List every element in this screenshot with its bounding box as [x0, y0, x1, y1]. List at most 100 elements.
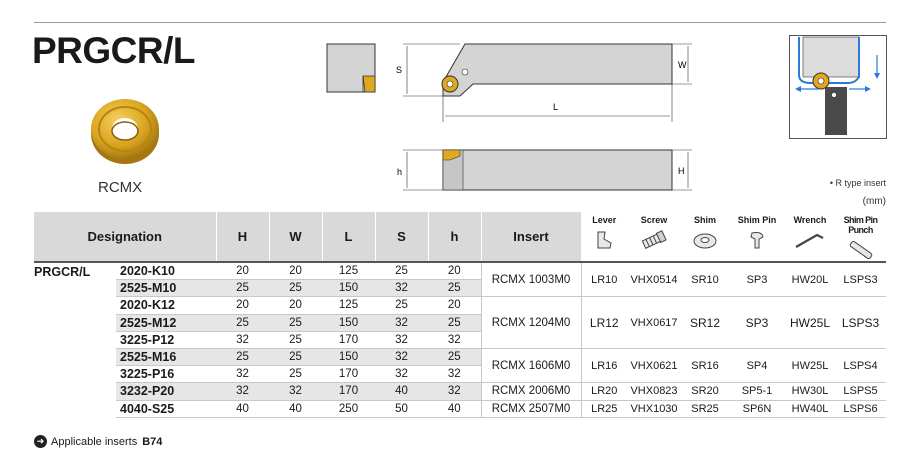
- insert-cell: RCMX 1003M0: [480, 261, 582, 297]
- shim-pin-cell: SP6N: [729, 399, 785, 418]
- designation-cell: 3232-P20: [116, 382, 216, 400]
- cell-W: 40: [269, 399, 322, 418]
- cell-S: 32: [375, 347, 428, 366]
- screw-icon: [641, 230, 667, 249]
- insert-name: RCMX: [98, 179, 143, 196]
- footer-text: Applicable inserts: [51, 435, 138, 448]
- designation-cell: 2525-M16: [116, 347, 216, 366]
- shim-cell: SR10: [681, 261, 729, 297]
- table-header-row: Designation H W L S h Insert Lever Screw…: [34, 212, 886, 262]
- header-shim: Shim: [681, 212, 729, 262]
- shim-cell: SR16: [681, 347, 729, 383]
- designation-cell: 3225-P12: [116, 330, 216, 349]
- header-shim-pin-label: Shim Pin: [737, 215, 777, 225]
- lever-cell: LR10: [581, 261, 627, 297]
- wrench-cell: HW25L: [785, 296, 835, 349]
- r-type-note: • R type insert: [829, 178, 886, 188]
- header-shim-pin: Shim Pin: [729, 212, 785, 262]
- shim-pin-punch-icon: [849, 240, 872, 260]
- cell-L: 170: [322, 382, 375, 400]
- lever-cell: LR12: [581, 296, 627, 349]
- arrow-right-circle-icon: ➜: [34, 435, 47, 448]
- screw-cell: VHX0823: [627, 382, 681, 400]
- designation-cell: 3225-P16: [116, 365, 216, 383]
- shim-cell: SR20: [681, 382, 729, 400]
- cell-S: 32: [375, 313, 428, 332]
- screw-cell: VHX0514: [627, 261, 681, 297]
- cell-L: 170: [322, 330, 375, 349]
- cell-H: 25: [216, 279, 269, 297]
- cell-h: 25: [428, 347, 481, 366]
- header-lever: Lever: [581, 212, 627, 262]
- cell-L: 150: [322, 347, 375, 366]
- punch-cell: LSPS4: [835, 347, 886, 383]
- punch-cell: LSPS6: [835, 399, 886, 418]
- cell-H: 40: [216, 399, 269, 418]
- cell-H: 32: [216, 365, 269, 383]
- cell-W: 25: [269, 365, 322, 383]
- table-row: 4040-S25 40 40 250 50 40 RCMX 2507M0 LR2…: [34, 399, 886, 418]
- header-lever-label: Lever: [592, 215, 617, 225]
- header-shim-pin-punch-label: Shim Pin Punch: [843, 215, 878, 235]
- wrench-cell: HW25L: [785, 347, 835, 383]
- shim-pin-cell: SP5-1: [729, 382, 785, 400]
- screw-cell: VHX0621: [627, 347, 681, 383]
- page-title: PRGCR/L: [32, 30, 196, 71]
- insert-photo-icon: [88, 94, 162, 173]
- cell-h: 32: [428, 330, 481, 349]
- designation-cell: 2020-K10: [116, 261, 216, 280]
- table-row: 2525-M16 25 25 150 32 25 RCMX 1606M0 LR1…: [34, 347, 886, 383]
- cell-S: 25: [375, 261, 428, 280]
- designation-cell: 2525-M12: [116, 313, 216, 332]
- cell-S: 50: [375, 399, 428, 418]
- cell-h: 20: [428, 296, 481, 315]
- cell-L: 150: [322, 313, 375, 332]
- lever-cell: LR20: [581, 382, 627, 400]
- cell-W: 25: [269, 313, 322, 332]
- designation-cell: 4040-S25: [116, 399, 216, 418]
- cell-H: 25: [216, 347, 269, 366]
- cell-L: 250: [322, 399, 375, 418]
- header-W: W: [269, 212, 323, 262]
- table-row: PRGCR/L 2020-K10 20 20 125 25 20 RCMX 10…: [34, 260, 886, 418]
- cell-W: 25: [269, 347, 322, 366]
- header-screw: Screw: [627, 212, 681, 262]
- cell-W: 25: [269, 279, 322, 297]
- shim-cell: SR12: [681, 296, 729, 349]
- cell-S: 32: [375, 365, 428, 383]
- cell-S: 32: [375, 330, 428, 349]
- shim-pin-cell: SP3: [729, 261, 785, 297]
- cell-L: 150: [322, 279, 375, 297]
- table-row: 2525-M12 25 25 150 32 25: [34, 313, 886, 332]
- wrench-cell: HW30L: [785, 382, 835, 400]
- designation-cell: 2020-K12: [116, 296, 216, 315]
- insert-cell: RCMX 2507M0: [480, 399, 582, 418]
- header-S: S: [375, 212, 429, 262]
- header-insert: Insert: [481, 212, 582, 262]
- header-designation: Designation: [34, 212, 217, 262]
- top-rule: [34, 22, 886, 23]
- cell-S: 40: [375, 382, 428, 400]
- cell-h: 25: [428, 313, 481, 332]
- clamp-detail-drawing: [789, 35, 887, 144]
- cell-H: 25: [216, 313, 269, 332]
- lever-icon: [597, 231, 612, 249]
- cell-H: 20: [216, 261, 269, 280]
- shim-pin-icon: [750, 232, 764, 249]
- cell-H: 20: [216, 296, 269, 315]
- cell-S: 32: [375, 279, 428, 297]
- lever-cell: LR16: [581, 347, 627, 383]
- dim-h-big-label: H: [678, 166, 685, 176]
- footer-page-ref[interactable]: B74: [142, 435, 163, 448]
- cell-H: 32: [216, 382, 269, 400]
- applicable-inserts-link[interactable]: ➜ Applicable inserts B74: [34, 435, 162, 448]
- cell-W: 32: [269, 382, 322, 400]
- header-wrench: Wrench: [785, 212, 835, 262]
- cell-h: 20: [428, 261, 481, 280]
- shim-icon: [693, 233, 717, 249]
- insert-cell: RCMX 2006M0: [480, 382, 582, 400]
- designation-cell: 2525-M10: [116, 279, 216, 297]
- header-shim-label: Shim: [693, 215, 716, 225]
- screw-cell: VHX1030: [627, 399, 681, 418]
- shim-pin-cell: SP3: [729, 296, 785, 349]
